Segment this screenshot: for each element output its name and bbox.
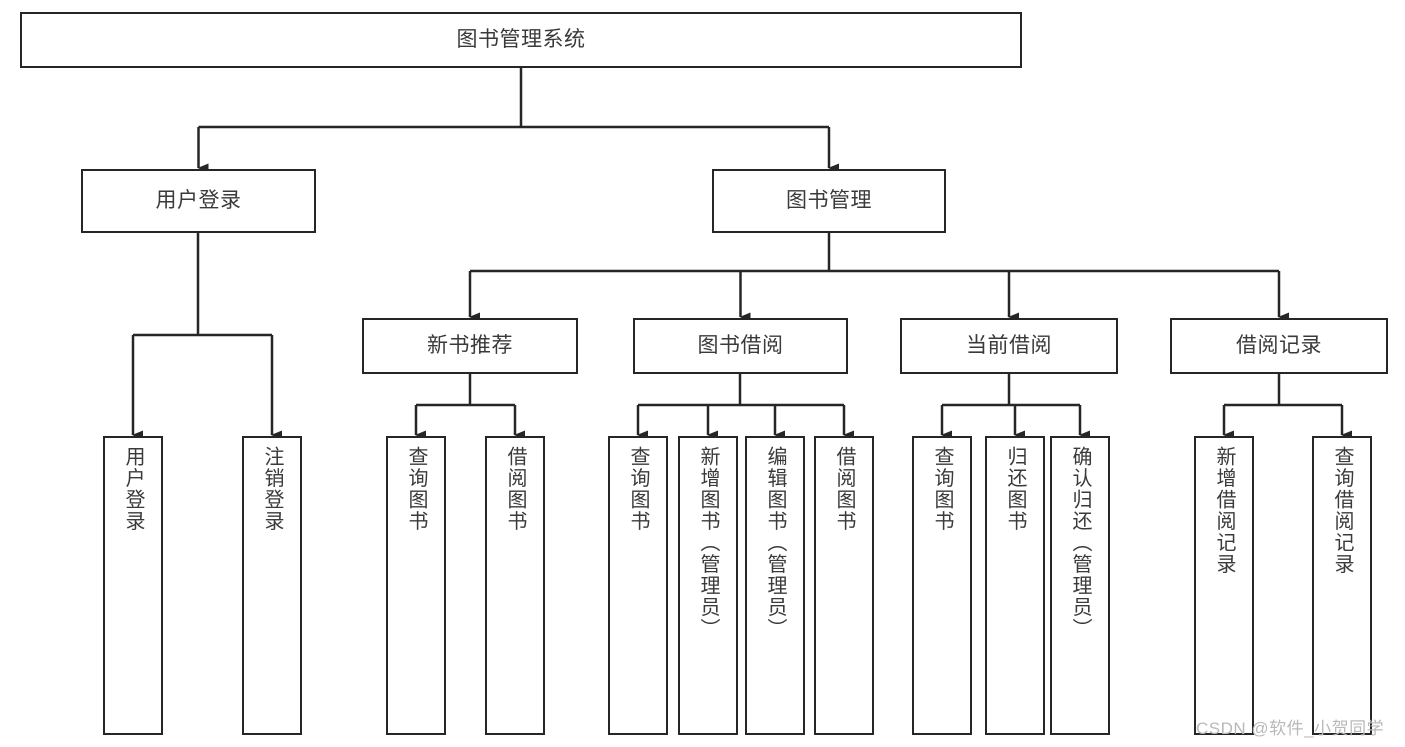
node-label: 查询图书 [405,446,427,532]
node-leaf3[interactable]: 查询图书 [386,436,446,735]
node-label: 新书推荐 [427,333,513,357]
node-borrow[interactable]: 图书借阅 [633,318,848,374]
node-leaf11[interactable]: 确认归还（管理员） [1050,436,1110,735]
node-label: 注销登录 [261,446,283,532]
node-label: 查询借阅记录 [1331,446,1353,575]
node-current[interactable]: 当前借阅 [900,318,1118,374]
edge-group [131,68,1352,440]
node-leaf13[interactable]: 查询借阅记录 [1312,436,1372,735]
node-label: 图书管理系统 [456,27,586,51]
node-leaf12[interactable]: 新增借阅记录 [1194,436,1254,735]
node-label: 归还图书 [1004,446,1026,532]
node-label: 当前借阅 [966,333,1052,357]
node-root[interactable]: 图书管理系统 [20,12,1022,68]
node-label: 借阅图书 [504,446,526,532]
node-leaf7[interactable]: 编辑图书（管理员） [745,436,805,735]
node-label: 用户登录 [122,446,144,532]
node-label: 图书借阅 [697,333,784,357]
node-leaf2[interactable]: 注销登录 [242,436,302,735]
node-label: 查询图书 [931,446,953,532]
node-label: 借阅记录 [1236,333,1322,357]
node-login[interactable]: 用户登录 [81,169,316,233]
node-records[interactable]: 借阅记录 [1170,318,1388,374]
node-leaf5[interactable]: 查询图书 [608,436,668,735]
node-label: 用户登录 [155,188,242,212]
node-leaf8[interactable]: 借阅图书 [814,436,874,735]
node-newbook[interactable]: 新书推荐 [362,318,578,374]
node-label: 新增借阅记录 [1213,446,1235,575]
node-label: 新增图书（管理员） [697,446,719,640]
node-label: 图书管理 [786,188,872,212]
node-bookmgmt[interactable]: 图书管理 [712,169,946,233]
node-leaf6[interactable]: 新增图书（管理员） [678,436,738,735]
node-label: 确认归还（管理员） [1069,446,1091,640]
node-label: 编辑图书（管理员） [764,446,786,640]
node-leaf4[interactable]: 借阅图书 [485,436,545,735]
node-leaf1[interactable]: 用户登录 [103,436,163,735]
node-label: 借阅图书 [833,446,855,532]
node-leaf9[interactable]: 查询图书 [912,436,972,735]
node-label: 查询图书 [627,446,649,532]
node-leaf10[interactable]: 归还图书 [985,436,1045,735]
